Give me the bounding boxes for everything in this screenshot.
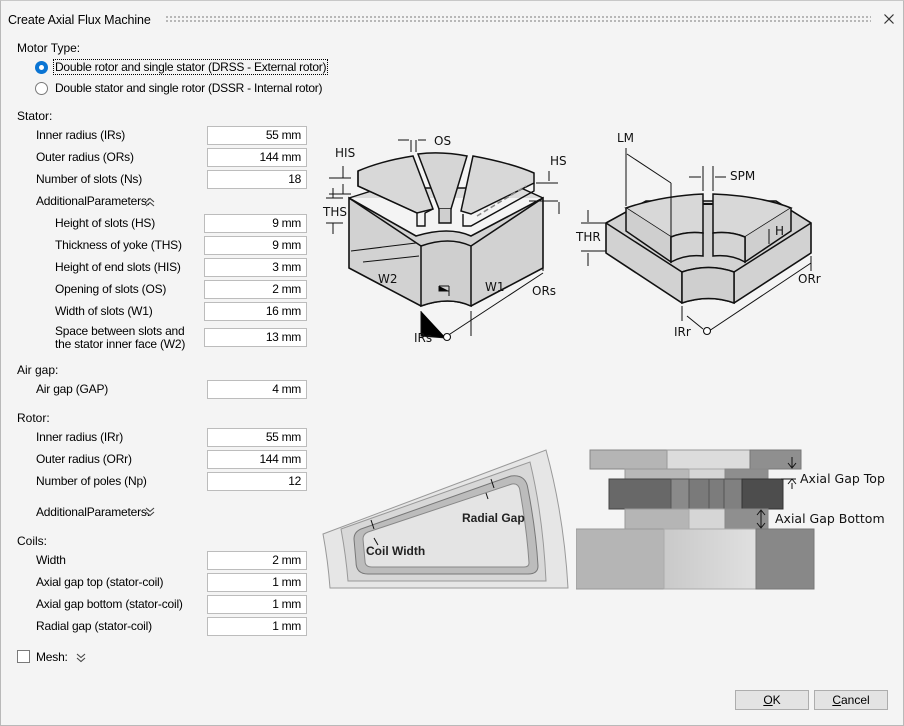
stator-slots-input[interactable]: 18	[207, 170, 307, 189]
title-bar[interactable]: Create Axial Flux Machine	[1, 1, 903, 37]
rotor-outer-radius-input[interactable]: 144 mm	[207, 450, 307, 469]
coil-width-input[interactable]: 2 mm	[207, 551, 307, 570]
thickness-of-yoke-label: Thickness of yoke (THS)	[55, 238, 182, 252]
rotor-inner-radius-label: Inner radius (IRr)	[36, 430, 124, 444]
air-gap-label: Air gap (GAP)	[36, 382, 109, 396]
radial-gap-label: Radial gap (stator-coil)	[36, 619, 152, 633]
stator-slots-label: Number of slots (Ns)	[36, 172, 143, 186]
drag-grip[interactable]	[165, 15, 871, 23]
height-of-end-slots-label: Height of end slots (HIS)	[55, 260, 181, 274]
radio-dssr-label[interactable]: Double stator and single rotor (DSSR - I…	[55, 81, 323, 95]
axial-gap-top-input[interactable]: 1 mm	[207, 573, 307, 592]
stator-outer-radius-label: Outer radius (ORs)	[36, 150, 134, 164]
chevron-double-down-icon	[145, 507, 155, 517]
ok-label-rest: K	[772, 693, 781, 707]
close-button[interactable]	[881, 11, 897, 27]
rotor-diagram: LM SPM THR H ORr IRr	[571, 126, 831, 351]
radio-drss-label[interactable]: Double rotor and single stator (DRSS - E…	[52, 59, 329, 75]
chevron-double-up-icon	[145, 197, 155, 207]
stator-inner-radius-label: Inner radius (IRs)	[36, 128, 126, 142]
motor-type-label: Motor Type:	[17, 41, 81, 55]
chevron-double-down-icon	[76, 653, 86, 663]
rotor-poles-label: Number of poles (Np)	[36, 474, 147, 488]
stator-inner-radius-input[interactable]: 55 mm	[207, 126, 307, 145]
stator-section-label: Stator:	[17, 109, 53, 123]
label-w1: W1	[485, 280, 505, 294]
rotor-section-label: Rotor:	[17, 411, 50, 425]
radio-dssr[interactable]	[35, 82, 48, 95]
window-title: Create Axial Flux Machine	[8, 13, 151, 27]
label-hs: HS	[550, 154, 567, 168]
close-icon	[884, 14, 894, 24]
radial-gap-input[interactable]: 1 mm	[207, 617, 307, 636]
radio-drss[interactable]	[35, 61, 48, 74]
space-between-slots-label-line1: Space between slots and	[55, 324, 185, 338]
label-ors: ORs	[532, 284, 556, 298]
label-lm: LM	[617, 131, 634, 145]
label-w2: W2	[378, 272, 398, 286]
rotor-poles-input[interactable]: 12	[207, 472, 307, 491]
cancel-button[interactable]: Cancel	[814, 690, 888, 710]
air-gap-input[interactable]: 4 mm	[207, 380, 307, 399]
label-axial-gap-top: Axial Gap Top	[800, 471, 885, 486]
cancel-mnemonic: C	[832, 693, 841, 707]
ok-button[interactable]: OK	[735, 690, 809, 710]
label-irr: IRr	[674, 325, 691, 339]
mesh-checkbox[interactable]	[17, 650, 30, 663]
rotor-outer-radius-label: Outer radius (ORr)	[36, 452, 132, 466]
label-orr: ORr	[798, 272, 821, 286]
label-h: H	[775, 224, 784, 238]
mesh-label: Mesh:	[36, 650, 68, 664]
stator-outer-radius-input[interactable]: 144 mm	[207, 148, 307, 167]
coil-width-label: Width	[36, 553, 66, 567]
axial-gap-top-label: Axial gap top (stator-coil)	[36, 575, 164, 589]
air-gap-section-label: Air gap:	[17, 363, 59, 377]
space-between-slots-input[interactable]: 13 mm	[204, 328, 307, 347]
height-of-slots-input[interactable]: 9 mm	[204, 214, 307, 233]
height-of-slots-label: Height of slots (HS)	[55, 216, 156, 230]
stator-diagram: OS HIS HS THS W2 W1 ORs IRs	[321, 126, 571, 351]
axial-gap-bottom-input[interactable]: 1 mm	[207, 595, 307, 614]
label-axial-gap-bottom: Axial Gap Bottom	[775, 511, 885, 526]
label-ths: THS	[322, 205, 347, 219]
width-of-slots-input[interactable]: 16 mm	[204, 302, 307, 321]
label-spm: SPM	[730, 169, 755, 183]
label-coil-width: Coil Width	[366, 544, 425, 558]
coils-section-label: Coils:	[17, 534, 48, 548]
height-of-end-slots-input[interactable]: 3 mm	[204, 258, 307, 277]
label-thr: THR	[575, 230, 601, 244]
axial-gap-bottom-label: Axial gap bottom (stator-coil)	[36, 597, 183, 611]
rotor-inner-radius-input[interactable]: 55 mm	[207, 428, 307, 447]
label-irs: IRs	[414, 331, 432, 345]
opening-of-slots-input[interactable]: 2 mm	[204, 280, 307, 299]
label-os: OS	[434, 134, 451, 148]
mesh-toggle[interactable]	[75, 652, 87, 664]
label-radial-gap: Radial Gap	[462, 511, 525, 525]
ok-mnemonic: O	[763, 693, 773, 707]
space-between-slots-label-line2: the stator inner face (W2)	[55, 337, 186, 351]
rotor-additional-params-label: AdditionalParameters:	[36, 505, 150, 519]
stator-additional-params-label: AdditionalParameters:	[36, 194, 150, 208]
thickness-of-yoke-input[interactable]: 9 mm	[204, 236, 307, 255]
stator-additional-toggle[interactable]	[144, 196, 156, 208]
rotor-additional-toggle[interactable]	[144, 506, 156, 518]
coil-top-diagram: Radial Gap Coil Width	[316, 441, 576, 596]
cancel-label-rest: ancel	[840, 693, 870, 707]
label-his: HIS	[335, 146, 355, 160]
coil-side-diagram: Axial Gap Top Axial Gap Bottom	[576, 441, 886, 596]
width-of-slots-label: Width of slots (W1)	[55, 304, 153, 318]
opening-of-slots-label: Opening of slots (OS)	[55, 282, 167, 296]
